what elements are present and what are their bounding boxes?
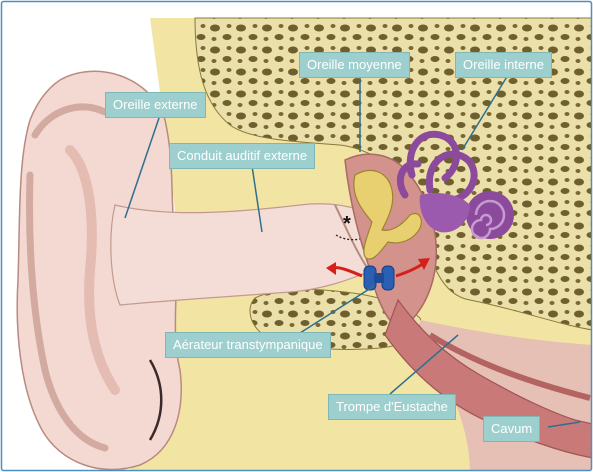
cochlea-spiral xyxy=(470,199,506,240)
asterisk-marker: * xyxy=(343,213,351,235)
leader-cavum xyxy=(547,421,581,428)
leader-trompe xyxy=(389,334,459,395)
label-cavum: Cavum xyxy=(483,416,541,442)
helix-rim xyxy=(26,103,109,452)
air-arrow-left-head xyxy=(326,262,336,275)
label-oreille-externe: Oreille externe xyxy=(105,92,206,118)
tympanic-membrane xyxy=(334,204,371,273)
earlobe-fold xyxy=(148,359,163,441)
air-arrow-right-head xyxy=(418,258,430,270)
ossicles xyxy=(353,169,422,260)
leader-oreille-externe xyxy=(124,114,161,219)
grommet-shaft xyxy=(374,273,384,283)
inner-ear xyxy=(397,130,478,204)
leader-lines xyxy=(124,74,581,428)
eustachian-tube xyxy=(384,298,591,459)
antihelix xyxy=(65,145,120,395)
label-trompe-eustache: Trompe d'Eustache xyxy=(328,394,456,420)
label-oreille-interne: Oreille interne xyxy=(455,52,552,78)
vestibule xyxy=(419,193,470,233)
leader-aerateur xyxy=(299,285,375,334)
label-aerateur-transtympanique: Aérateur transtympanique xyxy=(165,332,331,358)
leader-oreille-interne xyxy=(461,74,509,151)
ear-canal xyxy=(110,203,373,306)
cochlea xyxy=(466,191,514,239)
label-oreille-moyenne: Oreille moyenne xyxy=(299,52,410,78)
label-conduit-auditif-externe: Conduit auditif externe xyxy=(169,143,316,169)
leader-conduit xyxy=(251,165,263,233)
eustachian-lining xyxy=(428,332,591,401)
